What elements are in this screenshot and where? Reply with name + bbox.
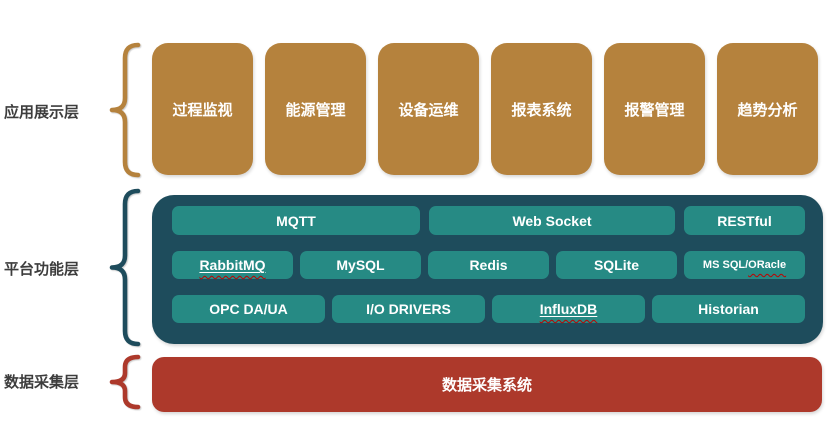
box-websocket: Web Socket — [429, 206, 675, 235]
spellcheck-squiggle: InfluxDB — [540, 301, 598, 317]
box-historian: Historian — [652, 295, 805, 323]
box-trend-analysis-label: 趋势分析 — [737, 101, 798, 119]
brace-application-layer — [109, 42, 141, 178]
box-opc-da-ua: OPC DA/UA — [172, 295, 325, 323]
box-report-system: 报表系统 — [491, 43, 592, 175]
platform-row-1: MQTT Web Socket RESTful — [172, 206, 805, 235]
box-energy-management: 能源管理 — [265, 43, 366, 175]
box-equipment-operations-label: 设备运维 — [398, 101, 459, 119]
box-historian-label: Historian — [698, 301, 759, 317]
application-boxes-row: 过程监视 能源管理 设备运维 报表系统 报警管理 趋势分析 — [152, 43, 818, 175]
box-sqlite-label: SQLite — [593, 257, 640, 273]
layer-label-acquisition: 数据采集层 — [4, 374, 80, 391]
box-redis-label: Redis — [469, 257, 508, 273]
box-alarm-management-label: 报警管理 — [624, 101, 685, 119]
brace-acquisition-layer — [109, 354, 141, 410]
box-equipment-operations: 设备运维 — [378, 43, 479, 175]
box-energy-management-label: 能源管理 — [285, 101, 346, 119]
box-influxdb: InfluxDB — [492, 295, 645, 323]
box-alarm-management: 报警管理 — [604, 43, 705, 175]
box-mqtt-label: MQTT — [276, 212, 316, 229]
platform-row-3: OPC DA/UA I/O DRIVERS InfluxDB Historian — [172, 295, 805, 323]
box-io-drivers-label: I/O DRIVERS — [366, 301, 451, 317]
layer-label-application: 应用展示层 — [4, 104, 80, 121]
box-mssql-oracle: MS SQL/ORacle — [684, 251, 805, 279]
box-io-drivers: I/O DRIVERS — [332, 295, 485, 323]
box-mssql-label-oracle: ORacle — [748, 259, 787, 271]
box-trend-analysis: 趋势分析 — [717, 43, 818, 175]
layer-label-platform: 平台功能层 — [4, 261, 80, 278]
box-mysql: MySQL — [300, 251, 421, 279]
box-mqtt: MQTT — [172, 206, 420, 235]
box-report-system-label: 报表系统 — [511, 101, 572, 119]
box-redis: Redis — [428, 251, 549, 279]
box-data-acquisition-system: 数据采集系统 — [152, 357, 822, 412]
box-process-monitoring: 过程监视 — [152, 43, 253, 175]
box-sqlite: SQLite — [556, 251, 677, 279]
box-process-monitoring-label: 过程监视 — [172, 101, 233, 119]
platform-container: MQTT Web Socket RESTful RabbitMQ MySQL R… — [152, 195, 823, 344]
box-restful: RESTful — [684, 206, 805, 235]
box-rabbitmq-label: RabbitMQ — [199, 257, 266, 273]
box-websocket-label: Web Socket — [512, 212, 592, 229]
box-restful-label: RESTful — [717, 212, 772, 229]
box-opc-da-ua-label: OPC DA/UA — [209, 301, 288, 317]
box-data-acquisition-system-label: 数据采集系统 — [441, 377, 532, 394]
box-mysql-label: MySQL — [336, 257, 385, 273]
box-influxdb-label: InfluxDB — [539, 301, 598, 317]
box-mssql-label-prefix: MS SQL/ — [702, 259, 749, 271]
platform-row-2: RabbitMQ MySQL Redis SQLite MS SQL/ORacl… — [172, 251, 805, 279]
box-rabbitmq: RabbitMQ — [172, 251, 293, 279]
brace-platform-layer — [109, 188, 141, 347]
spellcheck-squiggle: RabbitMQ — [199, 257, 265, 273]
